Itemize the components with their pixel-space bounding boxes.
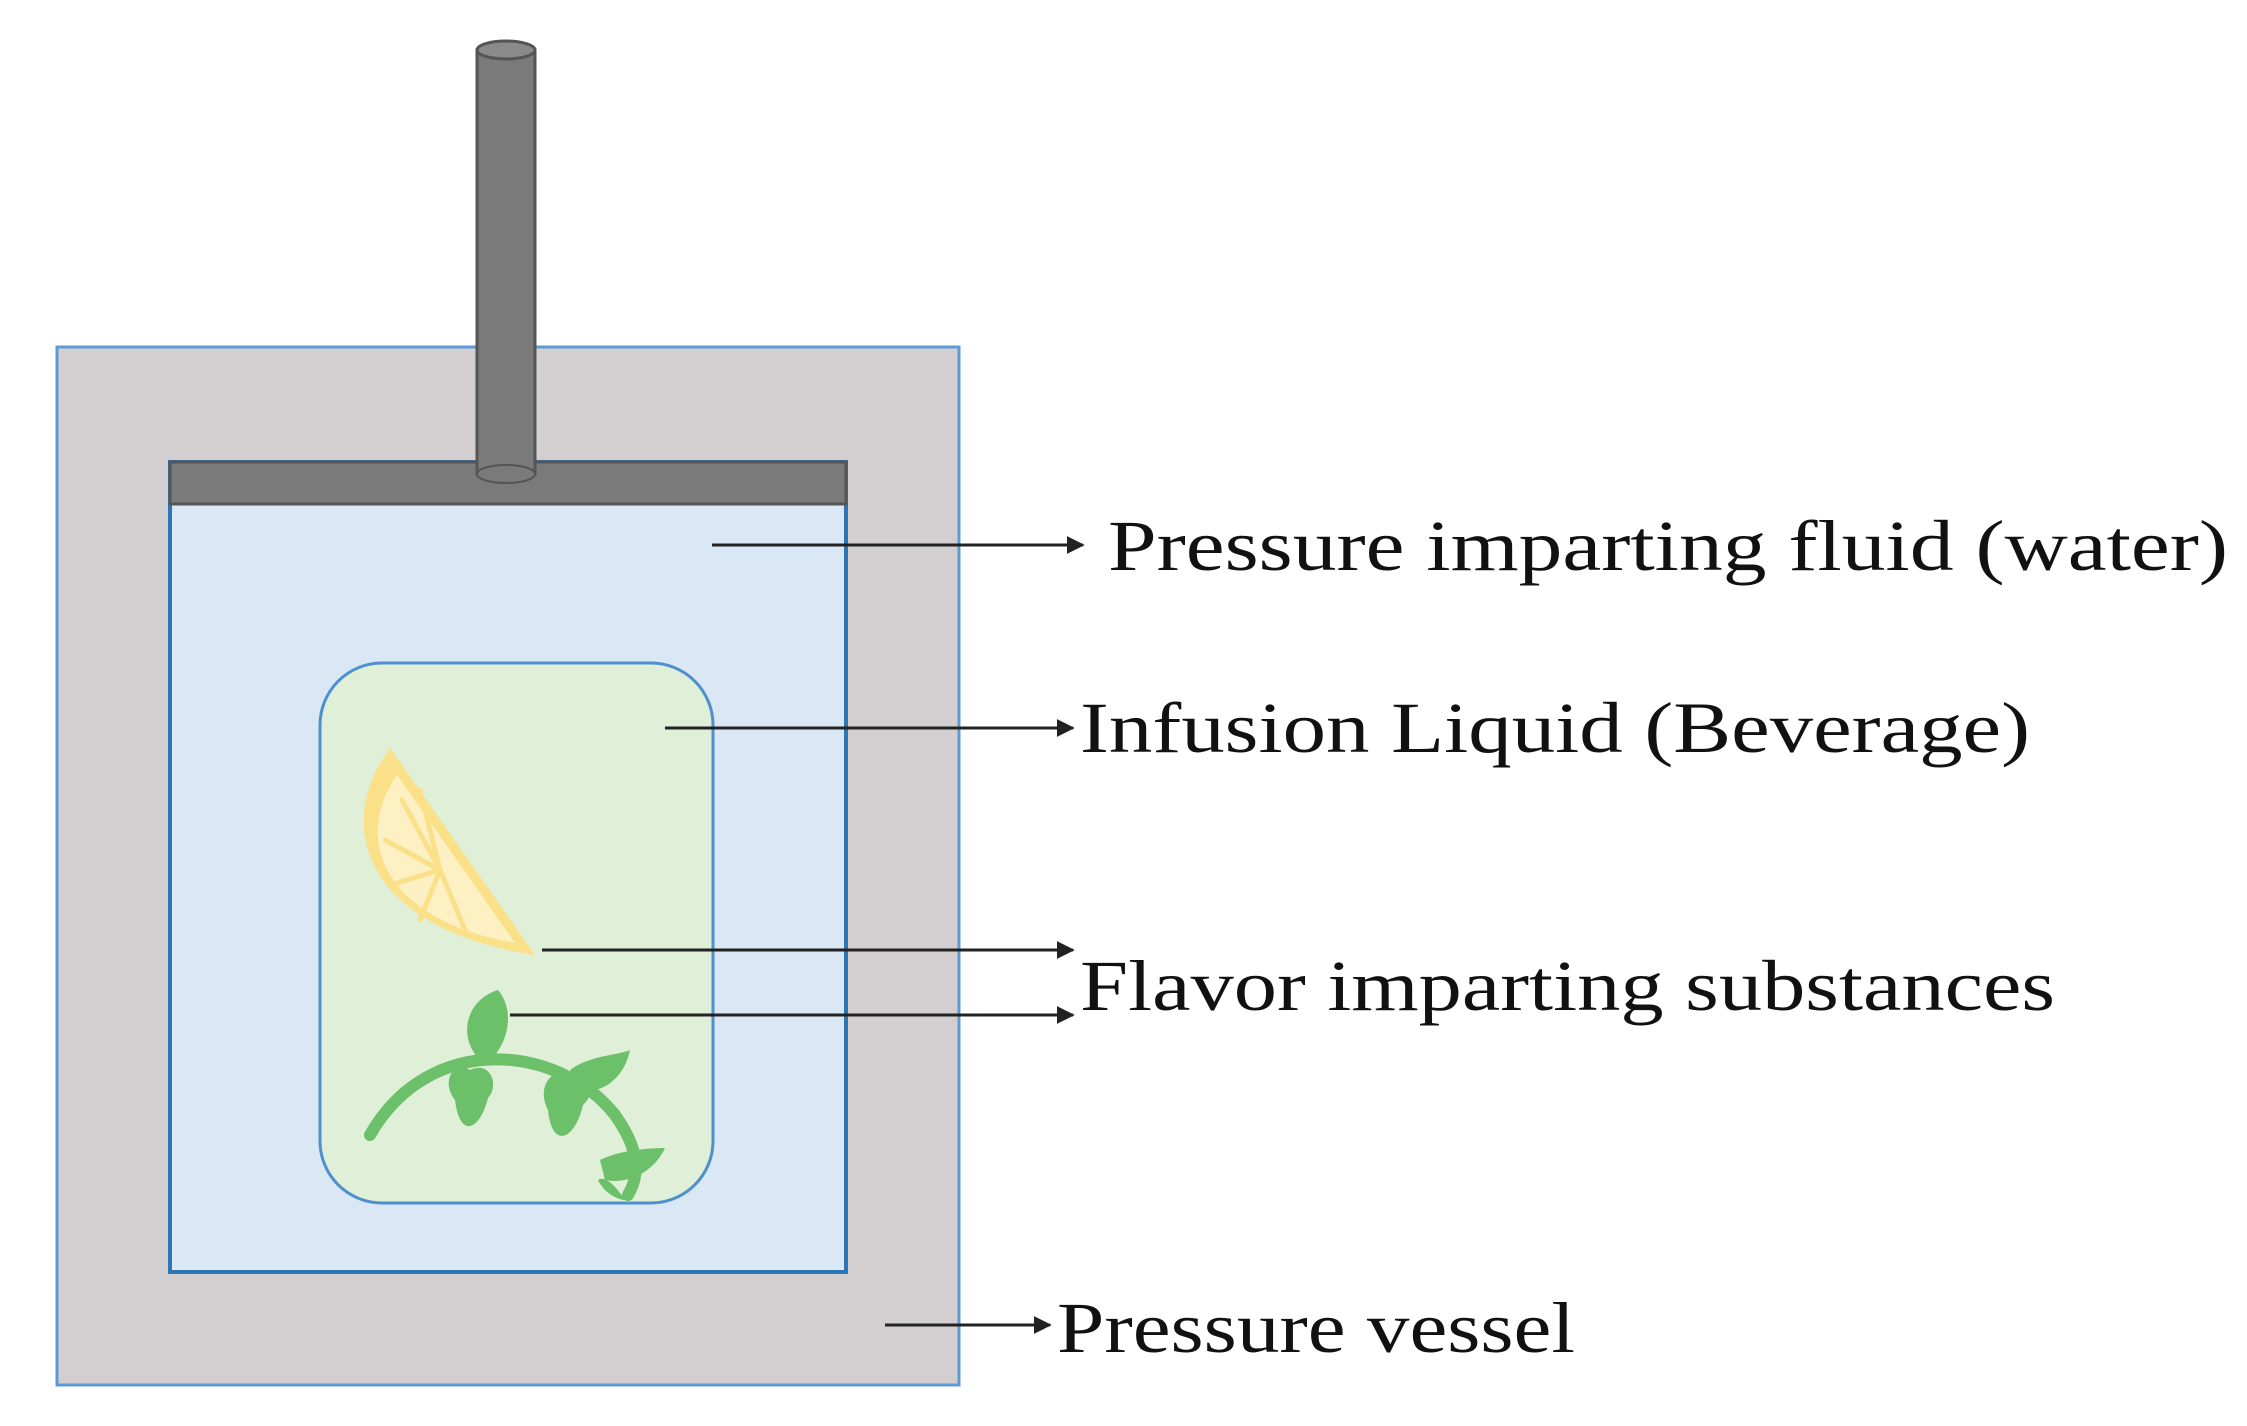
- label-flavor-substances: Flavor imparting substances: [1080, 946, 2055, 1026]
- label-infusion-liquid: Infusion Liquid (Beverage): [1080, 688, 2030, 768]
- label-pressure-fluid: Pressure imparting fluid (water): [1108, 506, 2228, 586]
- label-pressure-vessel: Pressure vessel: [1057, 1288, 1575, 1368]
- lemon-slice-icon: [363, 748, 535, 955]
- piston-rod: [475, 39, 537, 484]
- herb-sprig-icon: [364, 990, 665, 1201]
